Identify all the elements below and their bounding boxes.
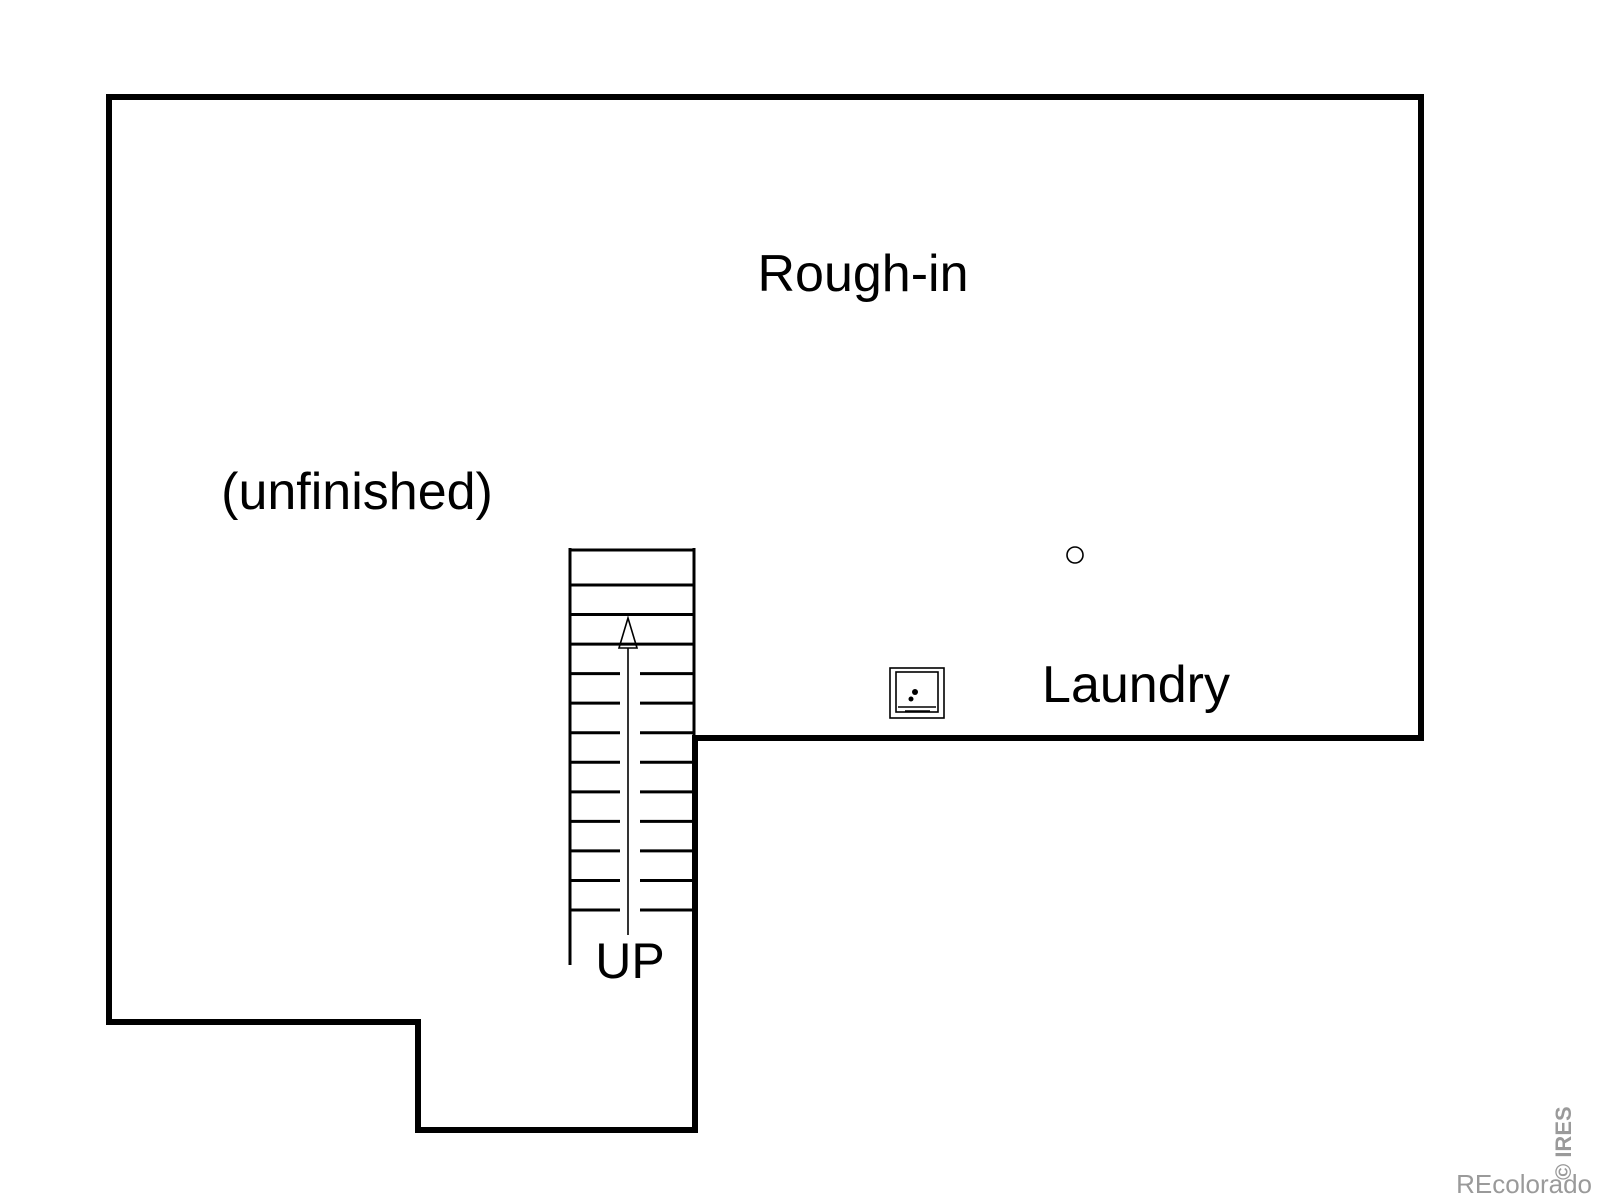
exterior-wall [106,94,1424,1133]
floor-drain-icon [1066,546,1084,564]
laundry-label: Laundry [1042,656,1230,714]
water-heater-icon [889,667,945,719]
source-watermark: © IRES [1551,1106,1576,1180]
staircase: UP [568,548,696,989]
stair-treads [570,583,694,912]
rough-in-label: Rough-in [757,245,968,303]
brand-watermark: REcolorado [1456,1169,1592,1199]
stair-arrow-head [617,615,639,649]
unfinished-label: (unfinished) [221,463,493,521]
stairs-direction-label: UP [595,933,664,989]
